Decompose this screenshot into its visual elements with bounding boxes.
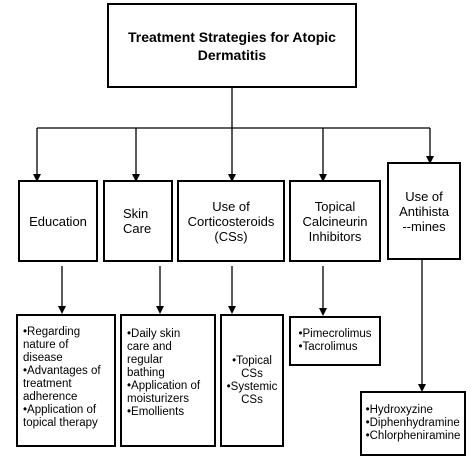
- list-item: •Chlorpheniramine: [365, 430, 461, 442]
- category-label-corticosteroids: Use of Corticosteroids (CSs): [187, 198, 275, 244]
- list-item: •Diphenhydramine: [365, 417, 460, 429]
- diagram-title: Treatment Strategies for Atopic Dermatit…: [128, 28, 336, 63]
- list-item: •Application of moisturizers: [127, 380, 201, 405]
- list-item: •Regarding nature of disease: [23, 326, 81, 364]
- list-box-antihistamines: •Hydroxyzine •Diphenhydramine •Chlorphen…: [360, 391, 466, 456]
- category-label-education: Education: [29, 213, 87, 229]
- list-item: •Tacrolimus: [298, 341, 358, 353]
- education-list: •Regarding nature of disease •Advantages…: [23, 326, 114, 430]
- list-item: •Hydroxyzine: [365, 404, 433, 416]
- list-box-corticosteroids: •Topical CSs •Systemic CSs: [220, 314, 284, 447]
- category-label-calcineurin: Topical Calcineurin Inhibitors: [302, 198, 368, 244]
- list-item: •Emollients: [127, 406, 185, 418]
- category-box-antihistamines: Use of Antihista --mines: [387, 162, 461, 260]
- category-label-skin-care: Skin Care: [123, 206, 152, 236]
- corticosteroids-list: •Topical CSs •Systemic CSs: [227, 355, 278, 407]
- list-box-education: •Regarding nature of disease •Advantages…: [16, 314, 116, 447]
- list-item: •Application of topical therapy: [23, 404, 98, 429]
- category-box-corticosteroids: Use of Corticosteroids (CSs): [177, 180, 285, 262]
- list-item: •Pimecrolimus: [298, 328, 372, 340]
- list-item: •Topical CSs: [232, 354, 272, 380]
- category-label-antihistamines: Use of Antihista --mines: [399, 188, 449, 234]
- antihistamines-list: •Hydroxyzine •Diphenhydramine •Chlorphen…: [366, 404, 461, 443]
- list-box-calcineurin: •Pimecrolimus •Tacrolimus: [289, 316, 381, 366]
- list-item: •Systemic CSs: [226, 380, 278, 406]
- category-box-education: Education: [18, 180, 98, 262]
- title-box: Treatment Strategies for Atopic Dermatit…: [107, 3, 357, 88]
- list-item: •Daily skin care and regular bathing: [127, 328, 181, 379]
- list-box-skin-care: •Daily skin care and regular bathing •Ap…: [120, 314, 216, 447]
- skin-care-list: •Daily skin care and regular bathing •Ap…: [127, 328, 214, 419]
- calcineurin-list: •Pimecrolimus •Tacrolimus: [298, 328, 371, 354]
- list-item: •Advantages of treatment adherence: [23, 365, 101, 403]
- category-box-skin-care: Skin Care: [103, 180, 173, 262]
- category-box-calcineurin: Topical Calcineurin Inhibitors: [289, 180, 381, 262]
